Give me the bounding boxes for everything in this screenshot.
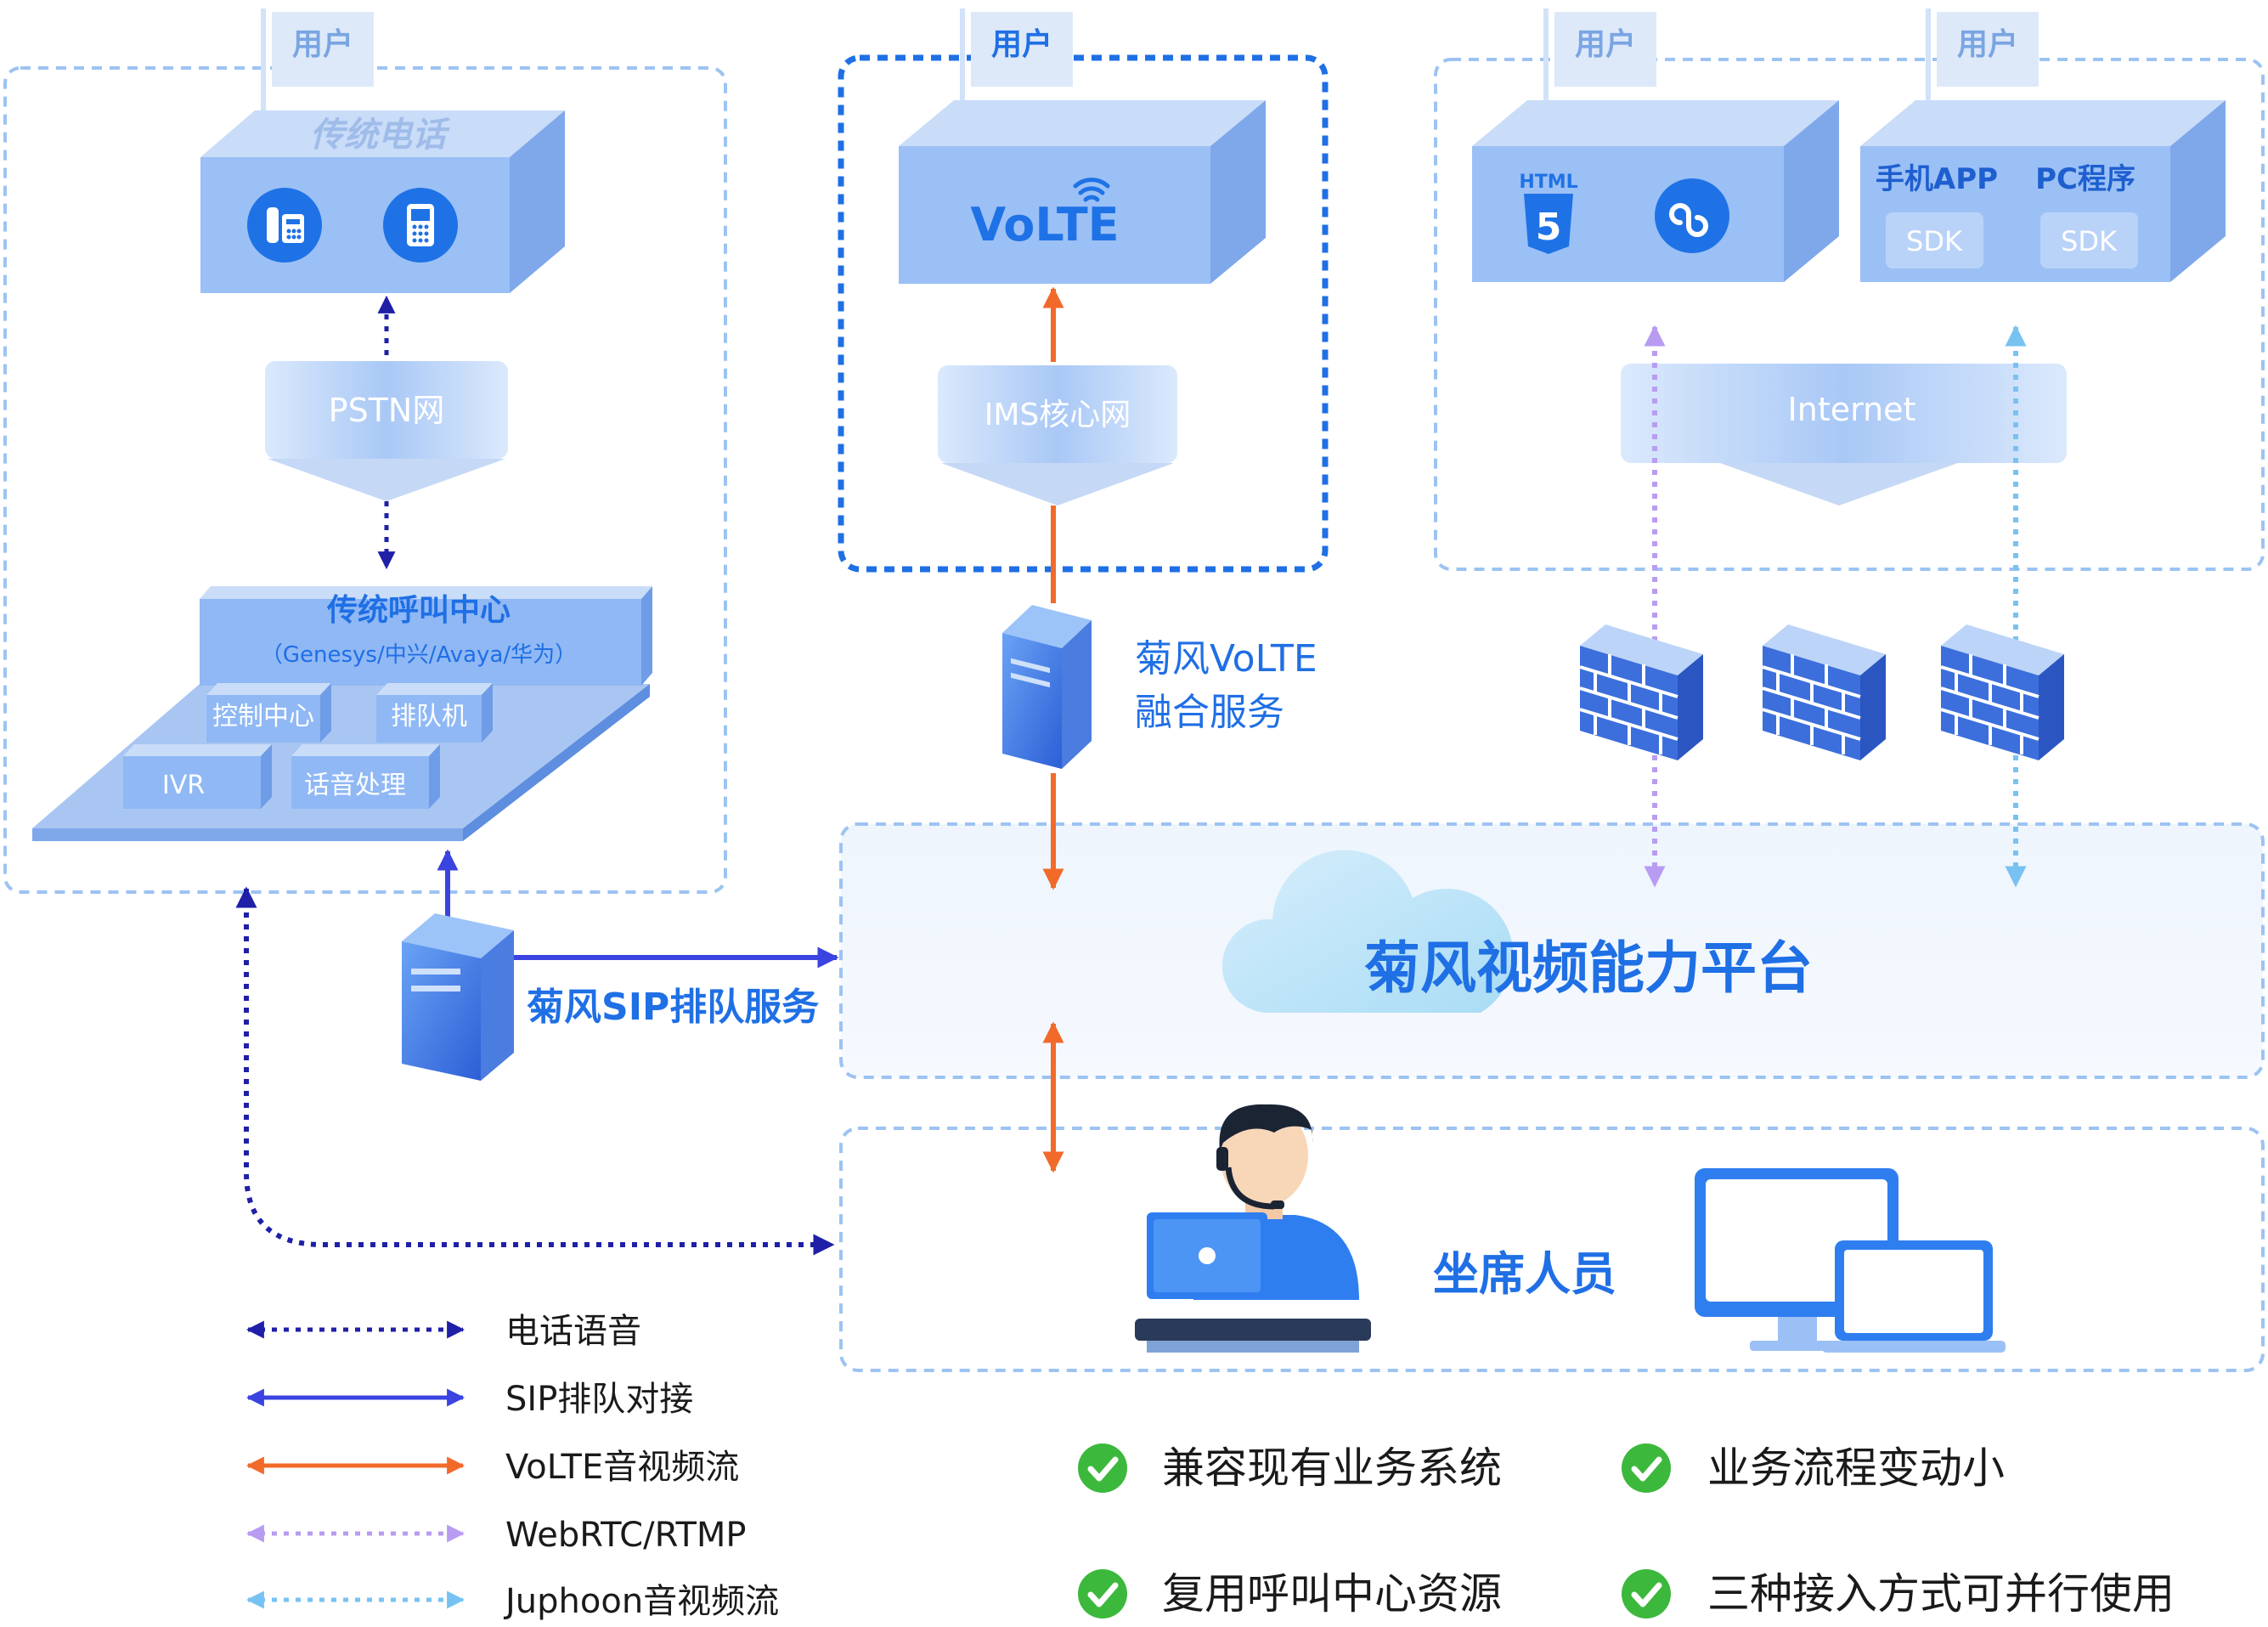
legend-label-juphoon: Juphoon音视频流 [503,1582,779,1621]
traditional-phone-box: 传统电话 [200,110,565,293]
queue-machine-box: 排队机 [376,683,493,743]
feature-text: 复用呼叫中心资源 [1162,1569,1502,1619]
svg-text:HTML: HTML [1519,172,1577,193]
feature-text: 兼容现有业务系统 [1162,1443,1502,1493]
app-pc-box: 手机APP PC程序 SDK SDK [1860,100,2226,282]
user-flag-middle: 用户 [960,8,1073,110]
volte-server-label-line1: 菊风VoLTE [1135,637,1317,681]
agent-title: 坐席人员 [1433,1247,1616,1301]
check-icon [1622,1569,1671,1619]
sdk-label: SDK [2061,225,2118,257]
volte-box: VoLTE [899,100,1266,284]
user-flag-right-2: 用户 [1926,8,2039,110]
legend-label-volte: VoLTE音视频流 [505,1448,739,1487]
platform-title: 菊风视频能力平台 [1364,935,1813,1001]
pc-program-label: PC程序 [2035,162,2135,196]
wifi-signal-icon [1073,178,1110,202]
feature-item: 兼容现有业务系统 [1078,1443,1502,1493]
web-access-box: HTML 5 [1472,100,1839,282]
check-icon [1078,1443,1127,1493]
firewall-icon [1579,624,1703,760]
mobile-phone-icon [383,188,458,263]
volte-server-label-line2: 融合服务 [1135,691,1284,734]
feature-item: 业务流程变动小 [1622,1443,2005,1493]
svg-text:5: 5 [1536,206,1562,249]
user-flag-label: 用户 [1957,27,2018,62]
volte-server-icon [1002,605,1092,769]
check-icon [1622,1443,1671,1493]
mobile-app-label: 手机APP [1876,162,1998,196]
internet-network: Internet [1621,364,2067,506]
pstn-label: PSTN网 [329,392,445,429]
queue-machine-label: 排队机 [391,702,467,732]
user-flag-label: 用户 [991,27,1052,62]
platform-panel [839,822,2265,1079]
control-center-box: 控制中心 [206,683,331,743]
pstn-network: PSTN网 [265,361,508,501]
feature-list: 兼容现有业务系统 业务流程变动小 复用呼叫中心资源 三种接入方式可并行使用 [1078,1443,2175,1619]
mini-program-icon [1655,178,1729,253]
phone-box-title: 传统电话 [310,116,450,155]
voice-processing-label: 话音处理 [304,771,406,800]
feature-text: 三种接入方式可并行使用 [1707,1569,2175,1619]
call-center-vendors: （Genesys/中兴/Avaya/华为） [261,642,577,668]
legend-label-webrtc: WebRTC/RTMP [505,1516,747,1555]
legend: 电话语音 SIP排队对接 VoLTE音视频流 WebRTC/RTMP Jupho… [245,1312,779,1621]
html5-icon: HTML 5 [1519,172,1578,254]
ivr-box: IVR [123,744,272,809]
cloud-icon [1221,850,1514,1013]
check-icon [1078,1569,1127,1619]
agent-icon [1135,1104,1371,1353]
feature-text: 业务流程变动小 [1707,1443,2005,1493]
user-flag-right-1: 用户 [1543,8,1656,110]
sdk-label: SDK [1906,225,1963,257]
connectors [235,286,2027,1256]
control-center-label: 控制中心 [212,702,314,732]
desk-phone-icon [247,188,322,263]
firewall-icon [1762,624,1886,760]
call-center-title: 传统呼叫中心 [326,593,511,628]
legend-label-sip: SIP排队对接 [505,1380,693,1419]
call-center: 传统呼叫中心 （Genesys/中兴/Avaya/华为） 控制中心 排队机 IV… [32,586,652,841]
user-flag-label: 用户 [1575,27,1636,62]
feature-item: 三种接入方式可并行使用 [1622,1569,2175,1619]
firewall-icon [1940,624,2064,760]
ims-core-network: IMS核心网 [938,365,1177,506]
middle-panel [838,54,1329,573]
ivr-label: IVR [162,771,205,800]
voice-processing-box: 话音处理 [291,744,440,809]
right-panel [1434,58,2265,571]
feature-item: 复用呼叫中心资源 [1078,1569,1502,1619]
sip-server-label: 菊风SIP排队服务 [527,986,819,1029]
user-flag-left: 用户 [261,8,374,110]
internet-label: Internet [1788,391,1916,428]
user-flag-label: 用户 [292,27,353,62]
ims-label: IMS核心网 [984,398,1131,432]
laptop-icon [1822,1240,2006,1353]
sip-server-icon [402,913,514,1081]
legend-label-phone-voice: 电话语音 [505,1312,641,1351]
volte-logo: VoLTE [970,198,1119,251]
